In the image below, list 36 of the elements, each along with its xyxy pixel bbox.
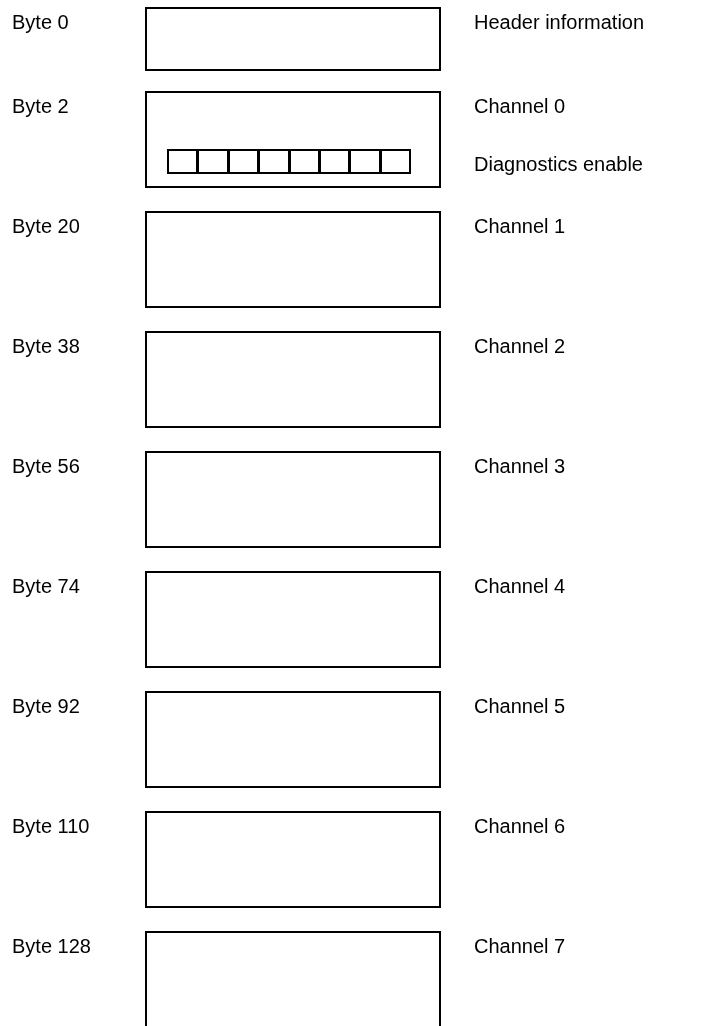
section-label: Header information bbox=[474, 10, 645, 34]
byte-offset-label: Byte 128 bbox=[12, 934, 91, 958]
memory-block bbox=[145, 571, 441, 668]
section-label: Channel 1 bbox=[474, 214, 566, 238]
byte-offset-label: Byte 2 bbox=[12, 94, 69, 118]
memory-block bbox=[145, 451, 441, 548]
bit-cell bbox=[288, 149, 320, 174]
byte-offset-label: Byte 0 bbox=[12, 10, 69, 34]
byte-offset-label: Byte 74 bbox=[12, 574, 80, 598]
memory-block bbox=[145, 7, 441, 71]
bit-cell bbox=[319, 149, 351, 174]
bit-cell bbox=[258, 149, 290, 174]
section-label: Channel 5 bbox=[474, 694, 566, 718]
memory-block bbox=[145, 931, 441, 1026]
byte-offset-label: Byte 92 bbox=[12, 694, 80, 718]
byte-offset-label: Byte 110 bbox=[12, 814, 90, 838]
section-label: Channel 3 bbox=[474, 454, 566, 478]
bit-cell bbox=[167, 149, 199, 174]
byte-offset-label: Byte 56 bbox=[12, 454, 80, 478]
memory-block bbox=[145, 211, 441, 308]
memory-block bbox=[145, 811, 441, 908]
byte-offset-label: Byte 20 bbox=[12, 214, 80, 238]
byte-offset-label: Byte 38 bbox=[12, 334, 80, 358]
section-label: Channel 7 bbox=[474, 934, 566, 958]
memory-block bbox=[145, 91, 441, 188]
bit-cell bbox=[349, 149, 381, 174]
field-label: Diagnostics enable bbox=[474, 152, 643, 176]
section-label: Channel 0 bbox=[474, 94, 566, 118]
memory-block bbox=[145, 331, 441, 428]
section-label: Channel 6 bbox=[474, 814, 566, 838]
bit-cell bbox=[227, 149, 260, 174]
memory-block bbox=[145, 691, 441, 788]
section-label: Channel 2 bbox=[474, 334, 566, 358]
bit-cell bbox=[379, 149, 412, 174]
bit-cell bbox=[197, 149, 229, 174]
section-label: Channel 4 bbox=[474, 574, 566, 598]
